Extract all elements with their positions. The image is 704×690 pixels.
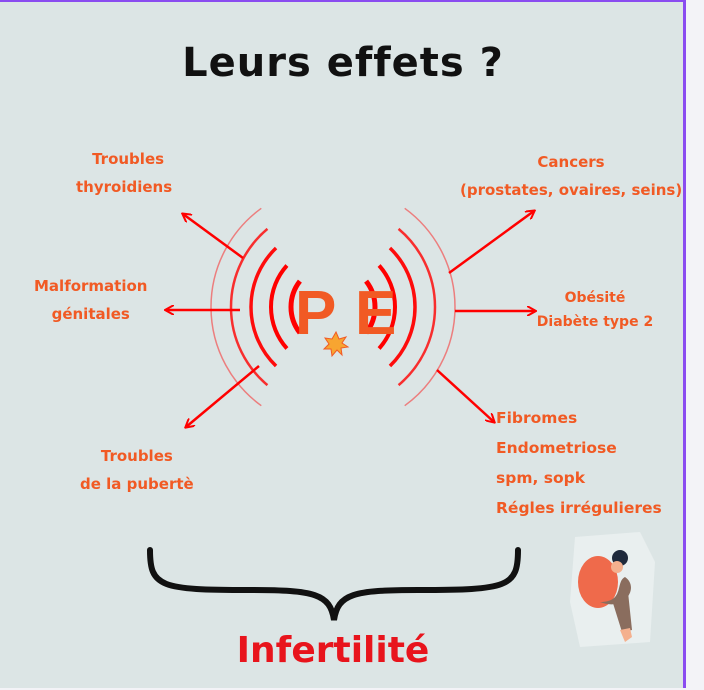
wave-arc-left (269, 264, 289, 350)
wave-arc-right (388, 246, 417, 368)
wave-arc-left (288, 279, 302, 335)
arrow-puberty (186, 365, 260, 427)
wave-arc-right (397, 227, 437, 387)
wave-arc-left (210, 207, 262, 407)
arrow-cancers (448, 211, 534, 275)
effect-gyneco: Fibromes Endometriose spm, sopk Régles i… (496, 409, 662, 517)
woman-curled-illustration (570, 532, 655, 647)
letter-p: P (295, 279, 336, 348)
letter-e: E (355, 279, 396, 348)
slide-title: Leurs effets ? (182, 40, 504, 86)
slide: Leurs effets ? P E (0, 0, 686, 688)
wave-arc-left (249, 246, 278, 368)
pe-diagram: P E (147, 207, 655, 647)
burst-icon (322, 330, 350, 358)
arrow-gyneco (436, 369, 494, 422)
wave-arc-left (229, 227, 269, 387)
wave-arc-right (377, 264, 397, 350)
conclusion-infertility: Infertilité (236, 630, 430, 671)
brace (147, 547, 521, 621)
effect-obesity: Obésité Diabète type 2 (536, 290, 654, 330)
effect-malformation: Malformation génitales (34, 277, 148, 323)
wave-arc-right (364, 279, 378, 335)
wave-arc-right (404, 207, 456, 407)
effect-puberty: Troubles de la pubertè (80, 447, 194, 493)
effect-thyroid: Troubles thyroidiens (76, 150, 173, 196)
arrow-thyroid (183, 214, 244, 260)
effect-cancers: Cancers (prostates, ovaires, seins) (460, 153, 683, 199)
